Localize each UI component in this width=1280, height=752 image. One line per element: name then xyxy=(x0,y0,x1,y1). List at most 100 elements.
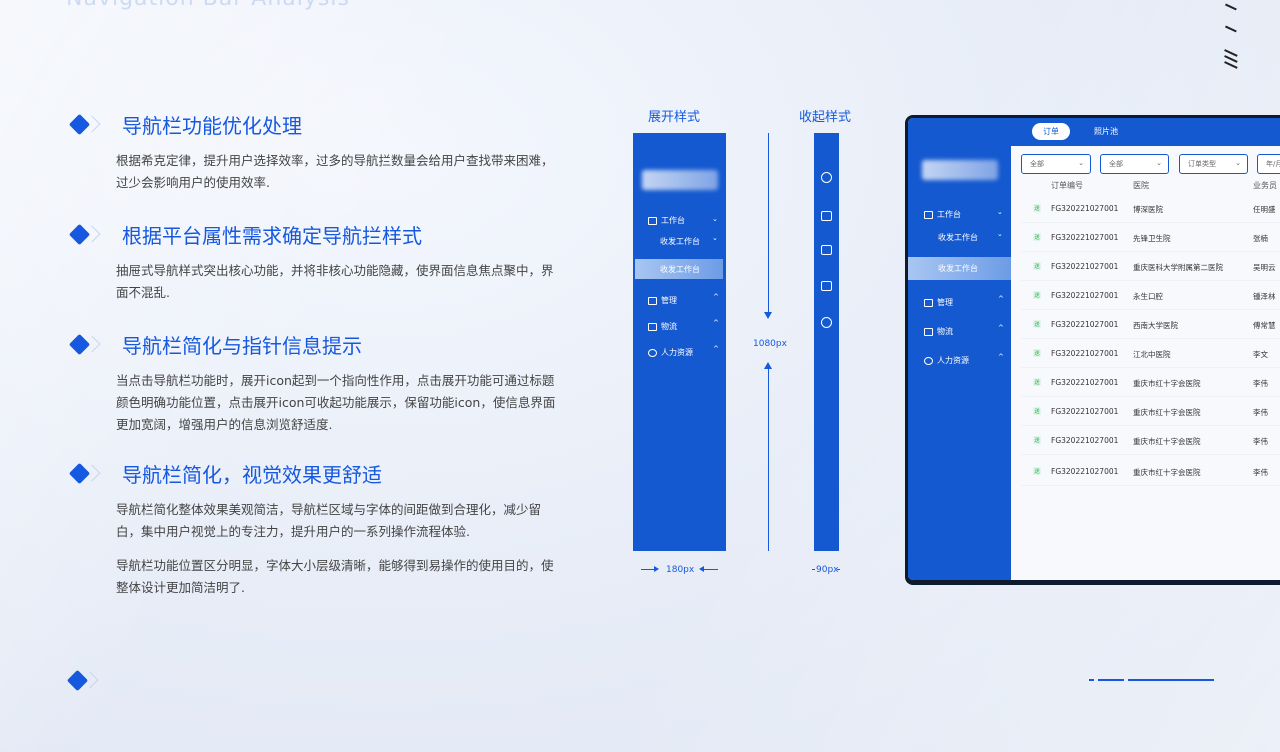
status-badge: 送 xyxy=(1033,291,1041,299)
chevron-up-icon[interactable]: ^ xyxy=(713,345,719,353)
app-header: 订单 照片池 xyxy=(908,118,1280,146)
status-badge: 送 xyxy=(1033,467,1041,475)
nav-subitem[interactable]: 收发工作台 xyxy=(660,237,700,246)
table-row[interactable]: 送 FG320221027001 重庆市红十字会医院 李伟 xyxy=(1021,457,1280,486)
order-id-cell: FG320221027001 xyxy=(1051,204,1119,213)
nav-item-active[interactable]: 收发工作台 xyxy=(635,259,723,279)
diamond-bullet-icon xyxy=(68,113,104,136)
status-badge: 送 xyxy=(1033,407,1041,415)
salesperson-cell: 李伟 xyxy=(1253,468,1268,477)
status-badge: 送 xyxy=(1033,262,1041,270)
section-paragraph: 导航栏简化整体效果美观简洁，导航栏区域与字体的间距做到合理化，减少留白，集中用户… xyxy=(116,502,542,539)
collapsed-nav-demo xyxy=(814,133,839,551)
sidebar-item-logistics[interactable]: 物流 xyxy=(924,326,953,337)
nav-item-workbench[interactable]: 工作台 xyxy=(648,215,685,226)
status-badge: 送 xyxy=(1033,436,1041,444)
hospital-cell: 先锋卫生院 xyxy=(1133,234,1171,243)
tab-orders[interactable]: 订单 xyxy=(1032,123,1070,140)
server-icon xyxy=(648,296,657,305)
sidebar-item-hr[interactable]: 人力资源 xyxy=(924,355,969,366)
app-sidebar: 工作台 ⌄ 收发工作台 ⌄ 收发工作台 管理 ^ 物流 ^ 人力资源 ^ xyxy=(908,146,1011,580)
order-id-cell: FG320221027001 xyxy=(1051,467,1119,476)
order-id-cell: FG320221027001 xyxy=(1051,291,1119,300)
chevron-up-icon[interactable]: ^ xyxy=(998,353,1004,361)
sidebar-item-workbench[interactable]: 工作台 xyxy=(924,209,961,220)
order-id-cell: FG320221027001 xyxy=(1051,349,1119,358)
section-body: 根据希克定律，提升用户选择效率，过多的导航拦数量会给用户查找带来困难，过少会影响… xyxy=(116,150,556,194)
chevron-down-icon: ⌄ xyxy=(1156,159,1162,167)
filter-select-1[interactable]: 全部⌄ xyxy=(1021,154,1091,174)
tab-photo-pool[interactable]: 照片池 xyxy=(1094,127,1118,136)
status-badge: 送 xyxy=(1033,320,1041,328)
user-icon[interactable] xyxy=(821,317,832,328)
filter-order-type[interactable]: 订单类型⌄ xyxy=(1179,154,1248,174)
nav-item-manage[interactable]: 管理 xyxy=(648,295,677,306)
hospital-cell: 重庆市红十字会医院 xyxy=(1133,379,1201,388)
chevron-up-icon[interactable]: ^ xyxy=(713,293,719,301)
chevron-down-icon[interactable]: ⌄ xyxy=(997,208,1003,216)
logo-icon xyxy=(821,172,832,183)
hospital-cell: 重庆市红十字会医院 xyxy=(1133,437,1201,446)
sidebar-subitem[interactable]: 收发工作台 xyxy=(938,233,978,242)
nav-item-hr[interactable]: 人力资源 xyxy=(648,347,693,358)
diamond-bullet-icon xyxy=(68,333,104,356)
salesperson-cell: 傅常慧 xyxy=(1253,321,1276,330)
chevron-down-icon[interactable]: ⌄ xyxy=(712,215,718,223)
user-icon xyxy=(648,348,657,357)
monitor-icon[interactable] xyxy=(821,211,832,221)
truck-icon xyxy=(924,327,933,336)
hospital-cell: 博深医院 xyxy=(1133,205,1163,214)
salesperson-cell: 李伟 xyxy=(1253,379,1268,388)
table-row[interactable]: 送 FG320221027001 重庆市红十字会医院 李伟 xyxy=(1021,426,1280,455)
truck-icon[interactable] xyxy=(821,281,832,291)
nav-item-logistics[interactable]: 物流 xyxy=(648,321,677,332)
section-paragraph: 抽屉式导航样式突出核心功能，并将非核心功能隐藏，使界面信息焦点聚中，界面不混乱. xyxy=(116,263,554,300)
diamond-bullet-icon xyxy=(68,462,104,485)
salesperson-cell: 李伟 xyxy=(1253,437,1268,446)
status-badge: 送 xyxy=(1033,349,1041,357)
chevron-up-icon[interactable]: ^ xyxy=(998,324,1004,332)
collapsed-style-label: 收起样式 xyxy=(799,110,852,125)
chevron-up-icon[interactable]: ^ xyxy=(713,319,719,327)
server-icon xyxy=(924,298,933,307)
height-label: 1080px xyxy=(753,339,787,349)
section-body: 当点击导航栏功能时，展开icon起到一个指向性作用，点击展开功能可通过标题颜色明… xyxy=(116,370,556,436)
section-body: 抽屉式导航样式突出核心功能，并将非核心功能隐藏，使界面信息焦点聚中，界面不混乱. xyxy=(116,260,556,304)
app-window: 订单 照片池 工作台 ⌄ 收发工作台 ⌄ 收发工作台 管理 ^ 物流 ^ 人力资… xyxy=(908,118,1280,580)
expanded-nav-demo: 工作台 ⌄ 收发工作台 ⌄ 收发工作台 管理 ^ 物流 ^ 人力资源 ^ xyxy=(633,133,726,551)
chevron-down-icon[interactable]: ⌄ xyxy=(997,230,1003,238)
order-id-cell: FG320221027001 xyxy=(1051,436,1119,445)
section-title: 根据平台属性需求确定导航拦样式 xyxy=(122,224,422,248)
hospital-cell: 永生口腔 xyxy=(1133,292,1163,301)
section-paragraph: 当点击导航栏功能时，展开icon起到一个指向性作用，点击展开功能可通过标题颜色明… xyxy=(116,373,556,432)
logo-placeholder xyxy=(642,170,718,190)
sidebar-item-active[interactable]: 收发工作台 xyxy=(908,257,1011,280)
order-id-cell: FG320221027001 xyxy=(1051,407,1119,416)
salesperson-cell: 李伟 xyxy=(1253,408,1268,417)
logo-placeholder xyxy=(922,160,998,180)
filter-date[interactable]: 年/月 xyxy=(1257,154,1280,174)
hospital-cell: 重庆市红十字会医院 xyxy=(1133,468,1201,477)
chevron-up-icon[interactable]: ^ xyxy=(998,295,1004,303)
monitor-icon xyxy=(648,216,657,225)
chevron-down-icon[interactable]: ⌄ xyxy=(712,234,718,242)
salesperson-cell: 吴明云 xyxy=(1253,263,1276,272)
truck-icon xyxy=(648,322,657,331)
column-header: 订单编号 xyxy=(1051,181,1083,190)
section-paragraph: 导航栏功能位置区分明显，字体大小层级清晰，能够得到易操作的使用目的，使整体设计更… xyxy=(116,558,554,595)
sidebar-item-manage[interactable]: 管理 xyxy=(924,297,953,308)
filter-select-2[interactable]: 全部⌄ xyxy=(1100,154,1169,174)
section-body: 导航栏简化整体效果美观简洁，导航栏区域与字体的间距做到合理化，减少留白，集中用户… xyxy=(116,499,556,599)
page-top-title: Navigation Bar Analysis xyxy=(66,0,350,11)
server-icon[interactable] xyxy=(821,245,832,255)
salesperson-cell: 李文 xyxy=(1253,350,1268,359)
order-id-cell: FG320221027001 xyxy=(1051,378,1119,387)
